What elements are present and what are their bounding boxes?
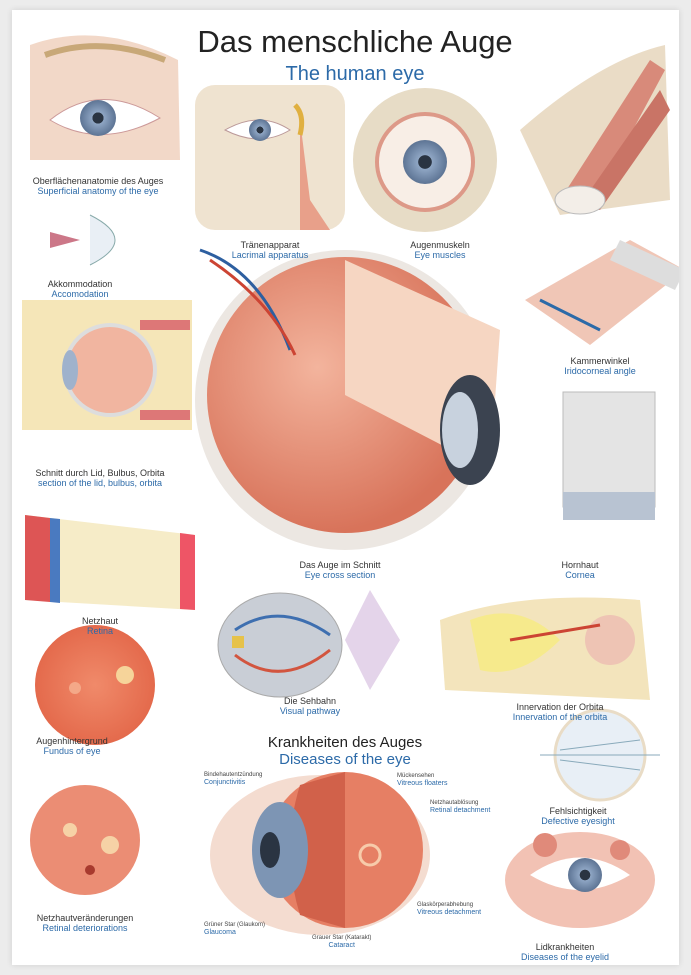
caption-en: Retinal deteriorations <box>42 923 128 933</box>
caption-de: Tränenapparat <box>240 240 300 250</box>
label-de: Grüner Star (Glaukom) <box>204 922 266 928</box>
eye-muscles-front-illustration <box>353 88 497 232</box>
caption-de: Fehlsichtigkeit <box>549 806 607 816</box>
caption-en: Diseases of the eyelid <box>520 952 610 962</box>
visual-pathway-illustration <box>217 590 400 698</box>
caption-de: Akkommodation <box>47 279 113 289</box>
caption-de: Lidkrankheiten <box>535 942 595 952</box>
retina-layers-illustration <box>25 515 195 610</box>
poster-subtitle: The human eye <box>285 63 425 85</box>
lacrimal-apparatus-illustration <box>195 85 345 230</box>
caption-de: Innervation der Orbita <box>516 702 604 712</box>
label-de: Grauer Star (Katarakt) <box>312 935 372 941</box>
caption-en: Lacrimal apparatus <box>231 250 309 260</box>
caption-de: Kammerwinkel <box>570 356 630 366</box>
label-en: Retinal detachment <box>430 807 491 814</box>
caption-en: Eye cross section <box>304 570 376 580</box>
defective-eyesight-illustration <box>540 708 660 802</box>
caption-en: Defective eyesight <box>541 816 615 826</box>
superficial-eye-illustration <box>30 35 180 160</box>
caption-de: Augenhintergrund <box>36 736 108 746</box>
caption-en: Visual pathway <box>279 706 341 716</box>
poster-title: Das menschliche Auge <box>197 24 513 59</box>
caption-de: Schnitt durch Lid, Bulbus, Orbita <box>35 468 165 478</box>
diseases-subheading: Diseases of the eye <box>279 751 411 768</box>
label-en: Conjunctivitis <box>204 779 246 786</box>
diseases-heading: Krankheiten des Auges <box>267 734 423 751</box>
eye-muscles-side-illustration <box>520 45 670 215</box>
label-de: Netzhautablösung <box>430 800 479 806</box>
disease-label-glaucoma: Grüner Star (Glaukom)Glaucoma <box>204 922 265 936</box>
caption-en: Eye muscles <box>414 250 466 260</box>
caption-de: Hornhaut <box>561 560 599 570</box>
label-en: Vitreous detachment <box>417 909 482 916</box>
illustrations <box>22 35 679 935</box>
label-de: Mückensehen <box>397 773 435 779</box>
anatomy-poster: Das menschliche Auge The human eye Oberf… <box>12 10 679 965</box>
caption-en: section of the lid, bulbus, orbita <box>37 478 163 488</box>
label-de: Glaskörperabhebung <box>417 902 474 908</box>
retinal-deteriorations-illustration <box>30 785 140 895</box>
caption-de: Augenmuskeln <box>410 240 470 250</box>
cornea-block-illustration <box>562 391 656 520</box>
innervation-illustration <box>440 597 650 700</box>
caption-en: Iridocorneal angle <box>564 366 636 376</box>
label-en: Glaucoma <box>204 929 236 936</box>
caption-en: Retina <box>86 626 113 636</box>
caption-de: Oberflächenanatomie des Auges <box>32 176 164 186</box>
caption-de: Die Sehbahn <box>283 696 337 706</box>
caption-de: Netzhautveränderungen <box>36 913 134 923</box>
label-de: Bindehautentzündung <box>204 772 263 778</box>
accommodation-illustration <box>50 214 116 266</box>
caption-en: Cornea <box>565 570 595 580</box>
disease-label-cataract: Grauer Star (Katarakt)Cataract <box>312 935 371 949</box>
fundus-illustration <box>35 625 155 745</box>
caption-en: Superficial anatomy of the eye <box>37 186 159 196</box>
eye-cross-section-illustration <box>195 248 500 550</box>
caption-de: Das Auge im Schnitt <box>299 560 381 570</box>
caption-en: Fundus of eye <box>43 746 101 756</box>
label-en: Vitreous floaters <box>397 780 448 787</box>
label-en: Cataract <box>328 942 355 949</box>
disease-eye-illustration <box>210 772 430 935</box>
iridocorneal-angle-illustration <box>525 240 679 345</box>
caption-de: Netzhaut <box>81 616 119 626</box>
caption-en: Accomodation <box>51 289 109 299</box>
eyelid-diseases-illustration <box>505 832 655 928</box>
caption-en: Innervation of the orbita <box>512 712 608 722</box>
lid-section-illustration <box>22 300 192 430</box>
